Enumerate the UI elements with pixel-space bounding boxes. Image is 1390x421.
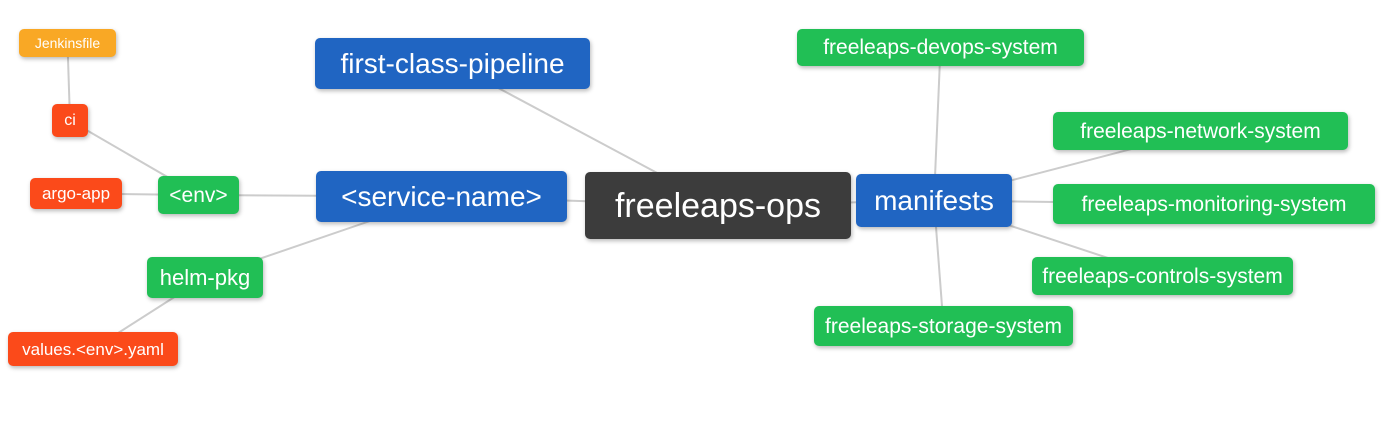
node-jenkinsfile[interactable]: Jenkinsfile (19, 29, 116, 57)
node-freeleaps-ops[interactable]: freeleaps-ops (585, 172, 851, 239)
node-controls-system[interactable]: freeleaps-controls-system (1032, 257, 1293, 295)
node-storage-system[interactable]: freeleaps-storage-system (814, 306, 1073, 346)
node-devops-system[interactable]: freeleaps-devops-system (797, 29, 1084, 66)
node-service-name[interactable]: <service-name> (316, 171, 567, 222)
node-manifests[interactable]: manifests (856, 174, 1012, 227)
node-monitoring-system[interactable]: freeleaps-monitoring-system (1053, 184, 1375, 224)
node-values-env-yaml[interactable]: values.<env>.yaml (8, 332, 178, 366)
node-env[interactable]: <env> (158, 176, 239, 214)
node-helm-pkg[interactable]: helm-pkg (147, 257, 263, 298)
node-first-class-pipeline[interactable]: first-class-pipeline (315, 38, 590, 89)
node-network-system[interactable]: freeleaps-network-system (1053, 112, 1348, 150)
node-argo-app[interactable]: argo-app (30, 178, 122, 209)
node-ci[interactable]: ci (52, 104, 88, 137)
